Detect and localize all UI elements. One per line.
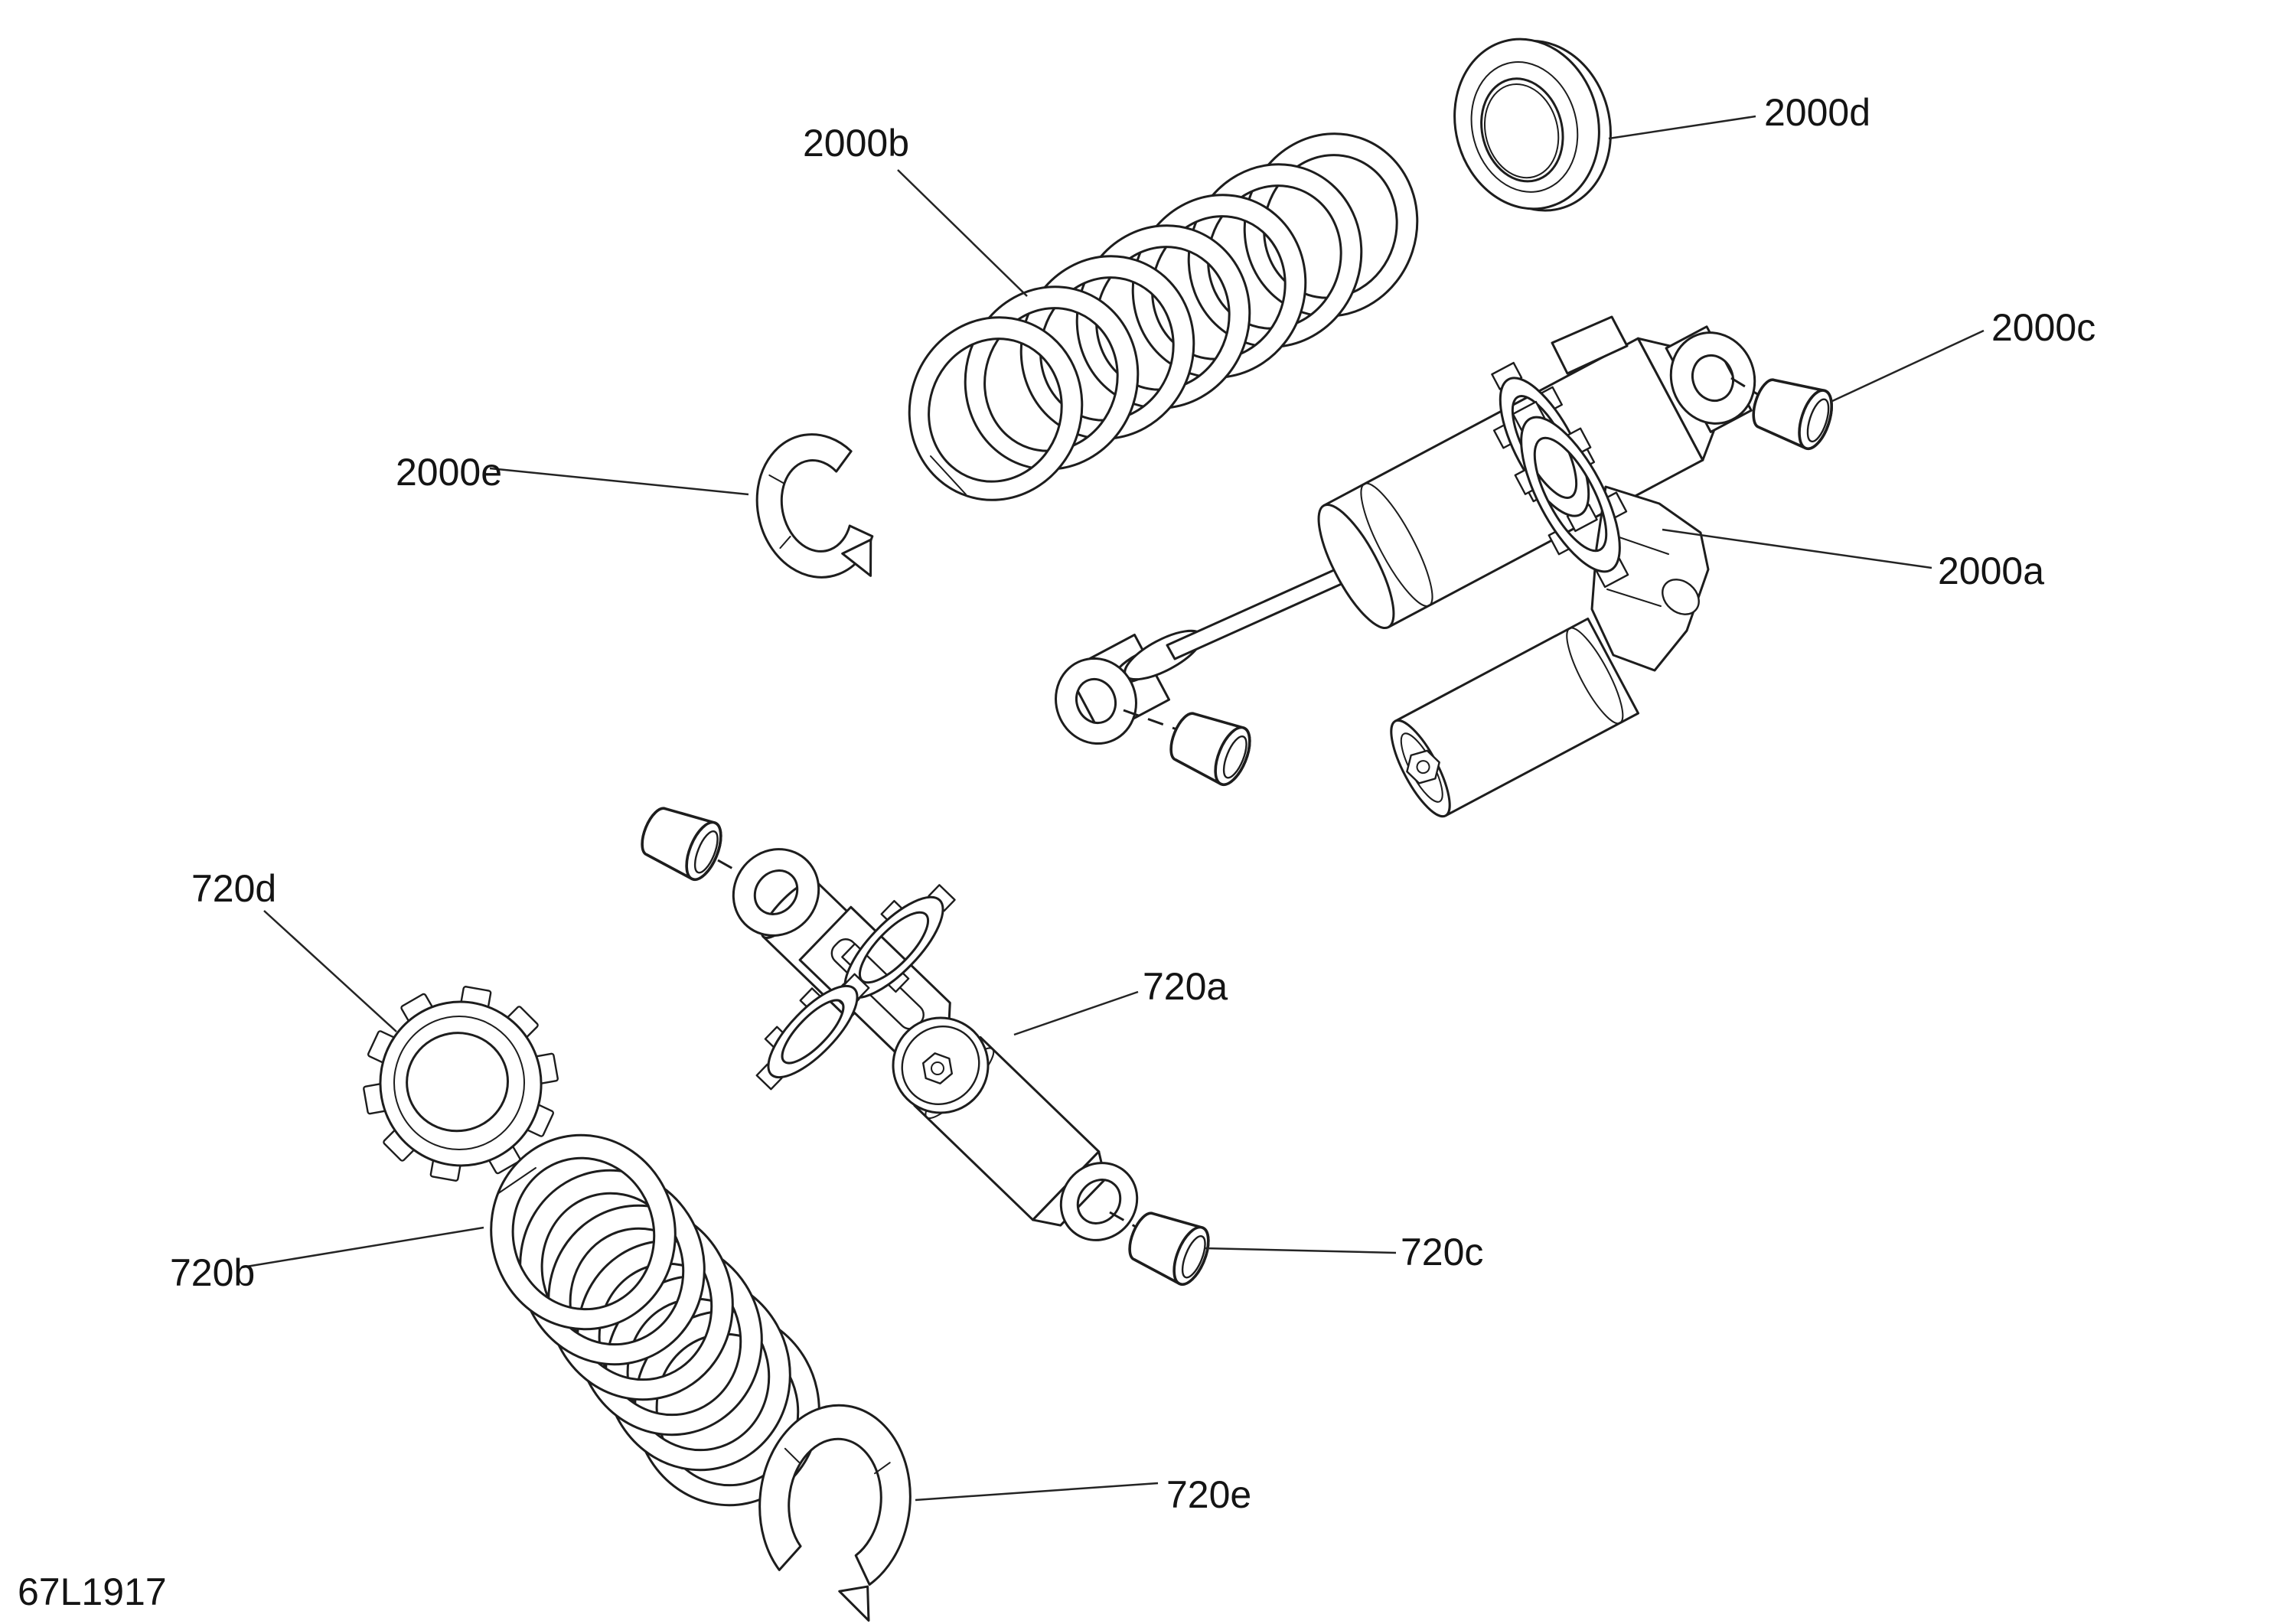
part-2000d-spring-seat	[1453, 38, 1612, 212]
leader-2000b	[897, 169, 1028, 297]
seat-bore-edge	[1483, 83, 1560, 179]
clevis-eye	[1055, 657, 1137, 745]
preload-ring-2	[755, 973, 870, 1091]
leader-2000e	[489, 467, 749, 496]
coil-ring	[884, 293, 1107, 524]
adjusting-ring-step	[393, 1016, 525, 1150]
adjuster-knob	[1662, 579, 1700, 615]
stopper-tab	[841, 538, 872, 577]
label-720a: 720a	[1143, 965, 1228, 1008]
adjusting-ring-face	[379, 1000, 543, 1167]
part-2000b-spring	[884, 109, 1443, 524]
label-720b: 720b	[170, 1251, 255, 1294]
part-720b-spring	[471, 1117, 839, 1524]
label-2000e: 2000e	[396, 451, 502, 494]
leader-2000c	[1830, 329, 1985, 403]
label-720c: 720c	[1401, 1231, 1483, 1273]
preload-ring-2	[1512, 400, 1629, 589]
leader-720a	[1013, 990, 1139, 1036]
cap-valve	[931, 1061, 944, 1075]
leader-2000a	[1662, 528, 1932, 569]
leader-2000d	[1608, 115, 1756, 140]
part-720d-adjusting-ring	[363, 986, 559, 1182]
label-720d: 720d	[191, 867, 276, 910]
shock-top-eye	[732, 848, 820, 937]
piston-rod	[1166, 561, 1360, 660]
label-2000a: 2000a	[1938, 549, 2044, 592]
callout-labels: 2000b 2000d 2000c 2000a 2000e 720d 720a …	[170, 91, 2095, 1516]
spring-wire-end	[930, 455, 967, 495]
diagram-code: 67L1917	[18, 1570, 167, 1613]
bushing-720c	[1120, 1202, 1217, 1291]
leader-720b	[241, 1226, 484, 1269]
stopper-seams	[768, 474, 791, 549]
stopper-c-ring	[758, 1404, 912, 1586]
cap-hex-nut	[922, 1052, 953, 1084]
seat-ring-face	[1453, 38, 1600, 210]
mount-tab	[1551, 315, 1629, 375]
stopper-tab	[838, 1585, 870, 1622]
part-2000a-shock	[1055, 315, 1840, 818]
part-2000e-stopper	[755, 433, 874, 579]
label-2000c: 2000c	[1991, 306, 2095, 349]
part-720a-shock	[633, 797, 1217, 1291]
bushing-2000c	[1745, 370, 1840, 455]
leader-720c	[1204, 1247, 1397, 1254]
bushing-clevis	[1162, 703, 1258, 791]
label-2000d: 2000d	[1764, 91, 1870, 134]
reservoir	[1390, 617, 1640, 818]
spring-wire-end	[497, 1167, 536, 1195]
label-720e: 720e	[1166, 1473, 1251, 1516]
bushing-top	[633, 797, 729, 886]
leader-lines	[241, 115, 1985, 1502]
leader-720e	[915, 1482, 1159, 1502]
reservoir-cap	[892, 1016, 990, 1114]
shock-bottom-eye	[1059, 1162, 1139, 1241]
label-2000b: 2000b	[803, 122, 909, 165]
stopper-seams	[784, 1447, 891, 1475]
shock-eye	[1669, 331, 1756, 425]
reservoir-valve	[1416, 760, 1430, 774]
leader-720d	[263, 910, 397, 1032]
reservoir-hex-nut	[1406, 749, 1440, 784]
dash-line	[1123, 709, 1184, 733]
part-720e-stopper	[758, 1404, 912, 1622]
